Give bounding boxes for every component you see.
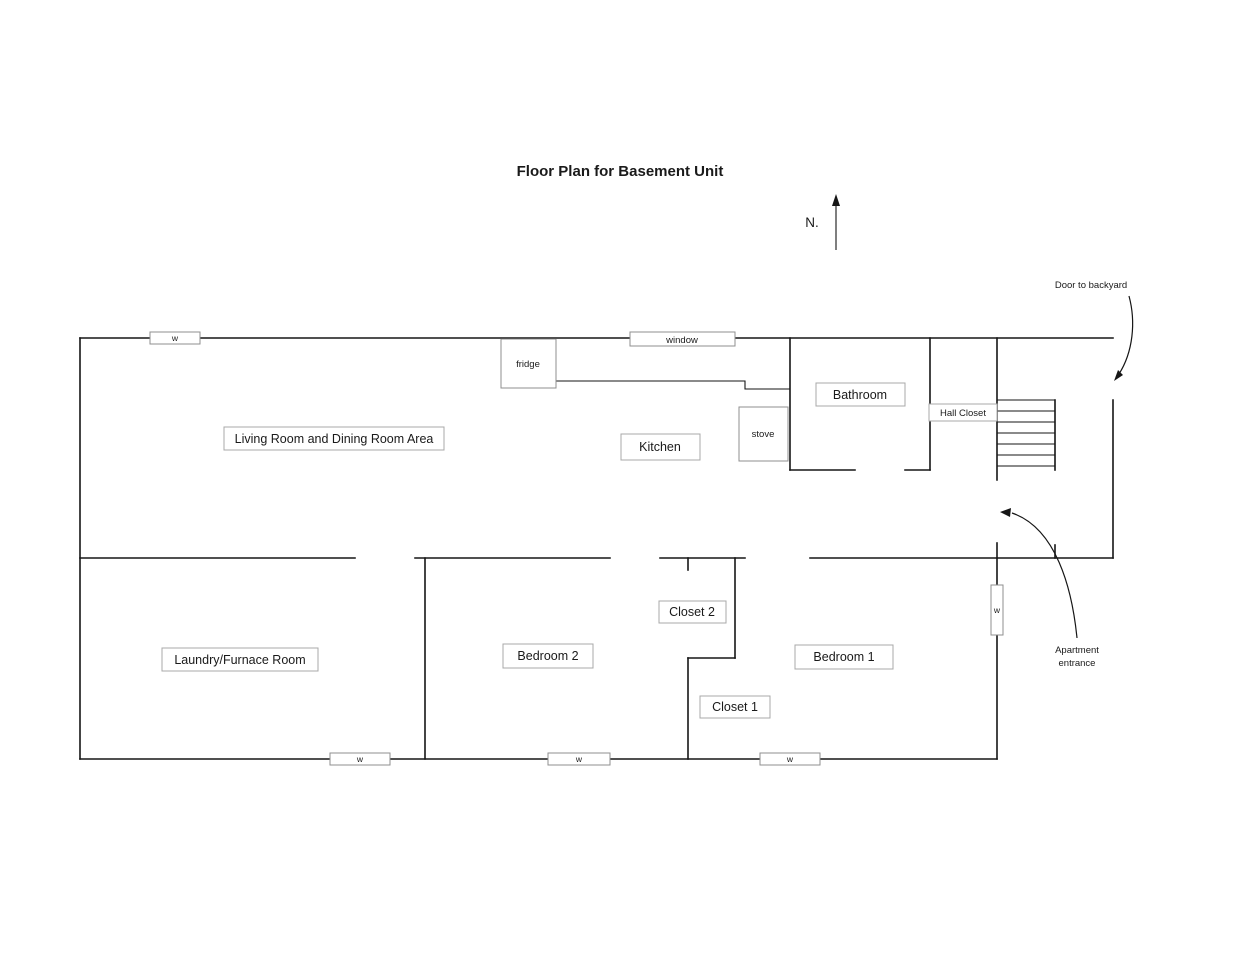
window-marker-box bbox=[329, 752, 391, 766]
kitchen-counter-outline bbox=[556, 380, 790, 390]
room-label-box bbox=[928, 403, 998, 422]
room-label: Kitchen bbox=[639, 440, 681, 454]
window-top-left: w bbox=[149, 331, 201, 345]
window-marker-box bbox=[629, 331, 736, 347]
window-kitchen: window bbox=[629, 331, 736, 347]
door-to-backyard-label: Door to backyard bbox=[1055, 280, 1127, 291]
window-bottom-laundry: w bbox=[329, 752, 391, 766]
window-marker-label: w bbox=[171, 333, 179, 343]
room-label: Bedroom 1 bbox=[813, 650, 874, 664]
fridge-label: fridge bbox=[516, 359, 540, 370]
room-label: Bathroom bbox=[833, 388, 887, 402]
room-label: Bedroom 2 bbox=[517, 649, 578, 663]
stove-box bbox=[738, 406, 789, 462]
apartment-entrance-label-line2: entrance bbox=[1059, 658, 1096, 669]
room-label-box bbox=[815, 382, 906, 407]
window-marker-label: w bbox=[356, 754, 364, 764]
room-bedroom-1: Bedroom 1 bbox=[794, 644, 894, 670]
north-arrow-head-icon bbox=[832, 194, 840, 206]
window-marker-box bbox=[759, 752, 821, 766]
room-label-box bbox=[223, 426, 445, 451]
window-bottom-bedroom2: w bbox=[547, 752, 611, 766]
fixtures: fridge stove bbox=[500, 338, 789, 462]
apartment-entrance-label-line1: Apartment bbox=[1055, 645, 1099, 656]
window-marker-label: w bbox=[786, 754, 794, 764]
room-label-box bbox=[658, 600, 727, 624]
room-label: Living Room and Dining Room Area bbox=[235, 432, 434, 446]
fridge-box bbox=[500, 338, 557, 389]
north-compass: N. bbox=[805, 194, 840, 250]
window-marker-label: w bbox=[993, 605, 1001, 615]
annotation-door-to-backyard: Door to backyard bbox=[1055, 280, 1134, 381]
room-laundry-furnace: Laundry/Furnace Room bbox=[161, 647, 319, 672]
fridge: fridge bbox=[500, 338, 557, 389]
window-marker-box bbox=[547, 752, 611, 766]
room-kitchen: Kitchen bbox=[620, 433, 701, 461]
room-living-dining: Living Room and Dining Room Area bbox=[223, 426, 445, 451]
window-marker-label: w bbox=[575, 754, 583, 764]
window-marker-box bbox=[149, 331, 201, 345]
window-label: window bbox=[665, 335, 698, 346]
annotation-apartment-entrance: Apartment entrance bbox=[1000, 508, 1099, 669]
room-bathroom: Bathroom bbox=[815, 382, 906, 407]
room-hall-closet: Hall Closet bbox=[928, 403, 998, 422]
window-bottom-bedroom1: w bbox=[759, 752, 821, 766]
room-label: Closet 2 bbox=[669, 605, 715, 619]
stove-label: stove bbox=[752, 429, 775, 440]
windows: w window w w w w bbox=[149, 331, 1004, 766]
stairs bbox=[997, 399, 1055, 467]
room-label-box bbox=[794, 644, 894, 670]
north-label: N. bbox=[805, 215, 819, 230]
room-bedroom-2: Bedroom 2 bbox=[502, 643, 594, 669]
room-label: Hall Closet bbox=[940, 408, 986, 419]
room-label-box bbox=[161, 647, 319, 672]
room-label: Laundry/Furnace Room bbox=[174, 653, 305, 667]
door-to-backyard-arrow-head-icon bbox=[1114, 370, 1123, 381]
room-label-box bbox=[502, 643, 594, 669]
window-marker-box bbox=[990, 584, 1004, 636]
room-labels: Living Room and Dining Room Area Kitchen… bbox=[161, 382, 998, 719]
walls bbox=[79, 337, 1114, 760]
door-to-backyard-arrow-line bbox=[1118, 295, 1134, 375]
room-label-box bbox=[620, 433, 701, 461]
apartment-entrance-arrow-line bbox=[1011, 512, 1078, 639]
room-closet-2: Closet 2 bbox=[658, 600, 727, 624]
room-closet-1: Closet 1 bbox=[699, 695, 771, 719]
page-title: Floor Plan for Basement Unit bbox=[517, 163, 724, 180]
room-label-box bbox=[699, 695, 771, 719]
apartment-entrance-arrow-head-icon bbox=[1000, 508, 1011, 517]
stove: stove bbox=[738, 406, 789, 462]
window-right-bedroom1: w bbox=[990, 584, 1004, 636]
room-label: Closet 1 bbox=[712, 700, 758, 714]
